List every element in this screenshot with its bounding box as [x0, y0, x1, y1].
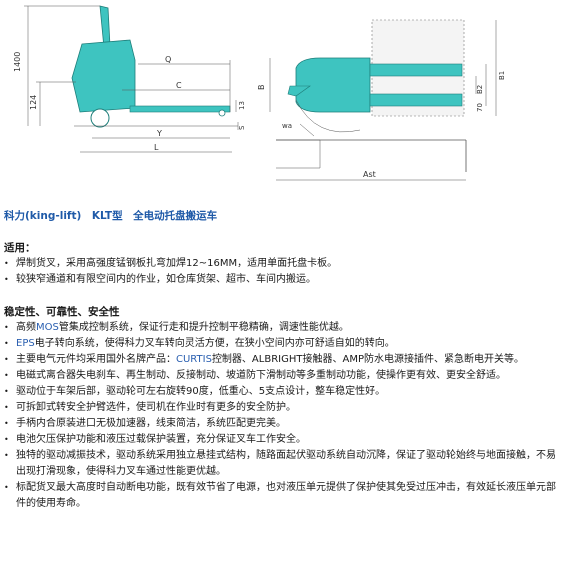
dim-b-label: B — [257, 85, 266, 91]
bullet-icon: • — [4, 483, 9, 492]
dim-70-label: 70 — [476, 103, 484, 112]
list-item: •电磁式离合器失电刹车、再生制动、反接制动、坡道防下滑制动等多重制动功能，使操作… — [4, 368, 562, 384]
bullet-icon: • — [4, 403, 9, 412]
list-item: •主要电气元件均采用国外名牌产品：CURTIS控制器、ALBRIGHT接触器、A… — [4, 352, 562, 368]
dim-b2-label: B2 — [476, 85, 484, 94]
side-view: 1400 124 Q C Y L 13 S — [13, 5, 246, 153]
bullet-icon: • — [4, 339, 9, 348]
truck-dimension-diagram: 1400 124 Q C Y L 13 S B — [13, 5, 506, 181]
top-fork-lower — [369, 93, 463, 107]
truck-body — [71, 39, 136, 113]
list-item: •焊制货叉，采用高强度锰钢板扎弯加焊12~16MM，适用单面托盘卡板。 — [4, 256, 562, 272]
page-title: 科力(king-lift) KLT型 全电动托盘搬运车 — [4, 210, 218, 222]
dim-l-label: L — [154, 143, 159, 152]
dim-s-label: S — [238, 125, 246, 130]
list-item: •驱动位于车架后部，驱动轮可左右旋转90度，低重心、5支点设计，整车稳定性好。 — [4, 384, 562, 400]
list-item: •EPS电子转向系统，使得科力叉车转向灵活方便，在狭小空间内亦可舒适自如的转向。 — [4, 336, 562, 352]
list-item: •可拆卸式转安全护臂选件，使司机在作业时有更多的安全防护。 — [4, 400, 562, 416]
list-item: •独特的驱动减振技术，驱动系统采用独立悬挂式结构，随路面起伏驱动系统自动沉降，保… — [4, 450, 556, 477]
top-body — [295, 57, 371, 113]
usage-list: •焊制货叉，采用高强度锰钢板扎弯加焊12~16MM，适用单面托盘卡板。 •较狭窄… — [4, 256, 562, 288]
dim-q-label: Q — [165, 55, 171, 64]
dim-1400-label: 1400 — [13, 52, 22, 72]
bullet-icon: • — [4, 419, 9, 428]
list-item: •高频MOS管集成控制系统，保证行走和提升控制平稳精确，调速性能优越。 — [4, 320, 562, 336]
list-item: •标配货叉最大高度时自动断电功能，既有效节省了电源，也对液压单元提供了保护使其免… — [4, 482, 556, 509]
section-heading-safety: 稳定性、可靠性、安全性 — [4, 306, 120, 318]
side-fork — [129, 105, 231, 113]
bullet-icon: • — [4, 387, 9, 396]
drive-wheel — [90, 108, 110, 128]
dim-y-label: Y — [156, 129, 162, 138]
dim-c-label: C — [176, 81, 182, 90]
bullet-icon: • — [4, 435, 9, 444]
section-heading-usage: 适用： — [4, 242, 36, 254]
dim-ast-label: Ast — [363, 170, 376, 179]
top-view: B B2 70 B1 wa Ast — [257, 19, 506, 181]
bullet-icon: • — [4, 451, 9, 460]
dim-wa-label: wa — [282, 122, 292, 130]
dim-124-label: 124 — [29, 95, 38, 110]
top-fork-upper — [369, 63, 463, 77]
list-item: •电池欠压保护功能和液压过载保护装置，充分保证叉车工作安全。 — [4, 432, 562, 448]
bullet-icon: • — [4, 355, 9, 364]
list-item: •较狭窄通道和有限空间内的作业，如仓库货架、超市、车间内搬运。 — [4, 272, 562, 288]
bullet-icon: • — [4, 323, 9, 332]
bullet-icon: • — [4, 259, 9, 268]
list-item: •手柄内合原装进口无极加速器，线束简洁，系统匹配更完美。 — [4, 416, 562, 432]
feature-content: 适用： •焊制货叉，采用高强度锰钢板扎弯加焊12~16MM，适用单面托盘卡板。 … — [4, 240, 562, 512]
bullet-icon: • — [4, 275, 9, 284]
dim-13-label: 13 — [238, 101, 246, 110]
safety-list: •高频MOS管集成控制系统，保证行走和提升控制平稳精确，调速性能优越。 •EPS… — [4, 320, 562, 512]
bullet-icon: • — [4, 371, 9, 380]
dim-b1-label: B1 — [498, 71, 506, 80]
